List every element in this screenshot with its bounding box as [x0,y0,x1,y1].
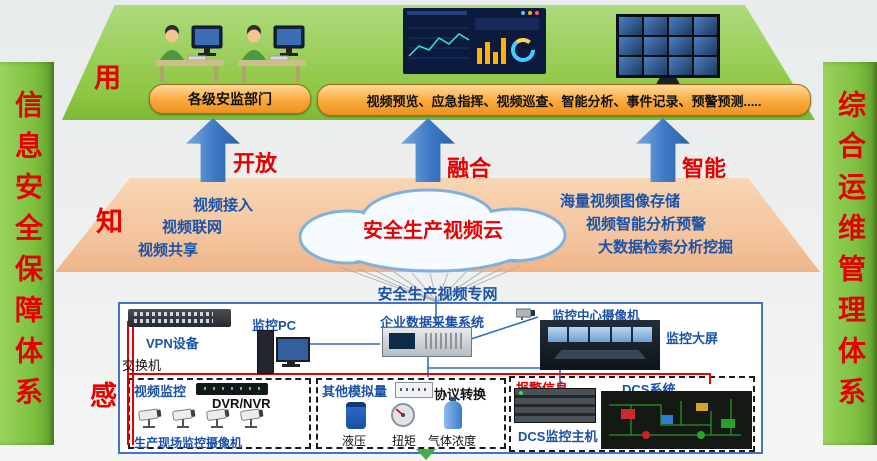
monitor-pc-label: 监控PC [252,318,297,333]
data-collector-icon [382,327,472,357]
cloud-left-item: 视频联网 [162,219,223,236]
gas-cylinder-icon [444,397,462,429]
dcs-host-icon [514,388,596,423]
cctv-camera-icon [206,408,230,428]
workstation-icon [238,25,306,82]
control-room-icon [540,320,660,370]
cloud-left-item: 视频共享 [138,242,199,259]
functions-box: 视频预览、应急指挥、视频巡查、智能分析、事件记录、预警预测..... [317,84,811,116]
center-camera-icon [516,308,535,320]
right-banner-operations: 综合运维管理体系 [823,62,877,445]
layer-tag-use: 用 [94,63,121,93]
hydraulic-label: 液压 [342,434,367,448]
departments-box: 各级安监部门 [149,84,311,114]
arrow-label-intelligence: 智能 [682,156,727,181]
dvr-icon [196,383,268,395]
green-pointer-icon [416,449,436,460]
cloud-left-item: 视频接入 [193,197,254,214]
pc-monitor-icon [276,337,310,362]
cctv-camera-icon [138,408,162,428]
workstation-icon [156,25,224,82]
video-wall-stand [654,78,682,88]
video-wall-icon [616,14,720,78]
gas-label: 气体浓度 [428,434,477,448]
up-arrow-icon [186,118,240,182]
protocol-converter-icon [395,382,433,398]
data-collector-label: 企业数据采集系统 [380,315,485,330]
cloud-right-item: 大数据检索分析挖掘 [598,239,734,256]
center-camera-label: 监控中心摄像机 [552,309,640,323]
pc-monitor-base [282,364,300,367]
vpn-device-label: VPN设备 [146,336,199,351]
protocol-converter-label: 协议转换 [434,387,487,402]
torque-label: 扭矩 [392,434,417,448]
big-screen-label: 监控大屏 [666,331,719,346]
site-cameras-label: 生产现场监控摄像机 [134,436,243,450]
hydraulic-sensor-icon [346,402,366,429]
cloud-right-item: 海量视频图像存储 [560,193,681,210]
analog-group-title: 其他模拟量 [322,384,388,399]
pc-monitor-stand [287,360,295,364]
layer-tag-know: 知 [96,207,123,237]
layer-tag-sense: 感 [90,381,117,411]
switch-icon [128,309,231,327]
switch-label: 交换机 [122,358,162,373]
dcs-mimic-screen-icon [601,391,752,449]
cctv-camera-icon [240,408,264,428]
cctv-camera-icon [172,408,196,428]
arrow-label-open: 开放 [233,151,278,176]
left-banner-text: 信息安全保障体系 [12,89,43,418]
pc-tower-icon [257,330,274,374]
private-network-label: 安全生产视频专网 [377,286,498,303]
right-banner-text: 综合运维管理体系 [835,89,866,418]
cloud-icon [298,188,567,273]
cloud-right-item: 视频智能分析预警 [586,216,707,233]
video-group-title: 视频监控 [134,384,187,399]
dcs-host-label: DCS监控主机 [518,429,598,444]
dashboard-screen-icon [403,8,546,74]
arrow-label-fusion: 融合 [447,156,492,181]
left-banner-information-security: 信息安全保障体系 [0,62,54,445]
dvr-label: DVR/NVR [212,396,271,411]
torque-gauge-icon [391,403,415,427]
cloud-title: 安全生产视频云 [363,220,503,242]
